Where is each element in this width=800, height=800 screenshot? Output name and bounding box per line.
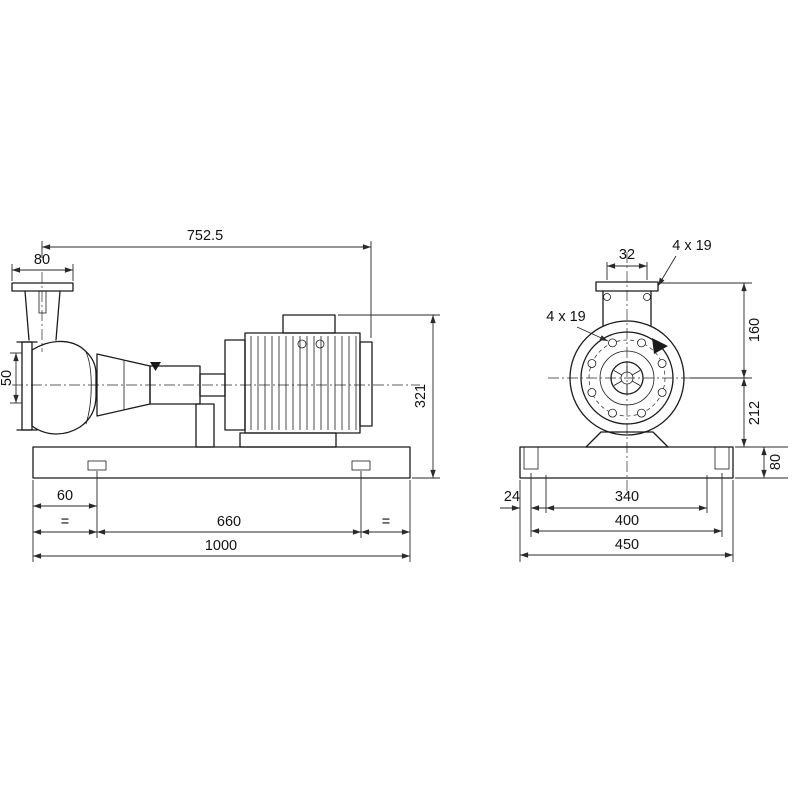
direction-arrow-icon <box>150 362 161 371</box>
suction-flange-side <box>21 341 33 431</box>
label-suction-flange-holes: 4 x 19 <box>546 309 586 325</box>
dim-equal-right: = <box>382 514 390 530</box>
anchor-slot-left-end <box>523 446 539 470</box>
motor-fins <box>250 336 357 430</box>
dim-equal-left: = <box>61 514 69 530</box>
impeller-blades <box>613 363 641 393</box>
dim-discharge-flange-width: 80 <box>34 252 50 268</box>
discharge-flange-side <box>11 282 74 292</box>
dim-overall-length: 752.5 <box>187 228 223 244</box>
dim-edge-to-slot: 24 <box>504 489 520 505</box>
end-view-dimensions: 32 4 x 19 4 x 19 160 212 80 24 340 <box>500 238 788 562</box>
bolt-circle <box>588 339 666 417</box>
adapter-bracket <box>96 353 151 417</box>
dim-base-width: 450 <box>615 537 639 553</box>
dim-suction: 50 <box>0 370 15 386</box>
motor-plug <box>315 339 325 349</box>
dim-bolt-spacing: 660 <box>217 514 241 530</box>
baseplate-end <box>519 446 734 479</box>
dim-flange-to-center: 160 <box>747 318 763 342</box>
dim-base-length: 1000 <box>205 538 237 554</box>
dim-base-height: 80 <box>768 454 784 470</box>
motor-terminal-box <box>282 314 336 334</box>
discharge-flange-end <box>595 281 659 292</box>
dim-slot-spacing: 340 <box>615 489 639 505</box>
flange-hole <box>603 293 611 301</box>
motor-plug <box>297 339 307 349</box>
volute-circle <box>569 320 685 436</box>
support-foot <box>195 403 215 448</box>
flange-stud <box>38 290 47 314</box>
volute-casing-side <box>31 340 97 435</box>
suction-flange-bolt-holes <box>587 338 667 418</box>
label-discharge-flange-holes: 4 x 19 <box>672 238 712 254</box>
suction-flange-circle <box>580 331 674 425</box>
flange-hole <box>643 293 651 301</box>
baseplate-side <box>32 446 411 479</box>
side-view <box>11 272 420 479</box>
suction-port-circle <box>610 361 644 395</box>
dim-bolt-spacing-end: 400 <box>615 513 639 529</box>
anchor-slot-left <box>87 460 107 471</box>
dim-height-above-base: 321 <box>413 384 429 408</box>
motor-rear-endbell <box>359 341 373 427</box>
end-view <box>519 252 734 495</box>
side-view-dimensions: 752.5 80 50 321 60 = 660 = 1000 <box>0 228 440 562</box>
anchor-slot-right-end <box>714 446 730 470</box>
anchor-slot-right <box>351 460 371 471</box>
dim-discharge-port-width: 32 <box>619 247 635 263</box>
dim-foot-to-edge: 60 <box>57 488 73 504</box>
rotation-direction-arrow-icon <box>652 338 668 354</box>
raised-face-circle <box>599 350 655 406</box>
motor-mounting-block <box>239 432 337 448</box>
dim-center-to-base: 212 <box>747 401 763 425</box>
